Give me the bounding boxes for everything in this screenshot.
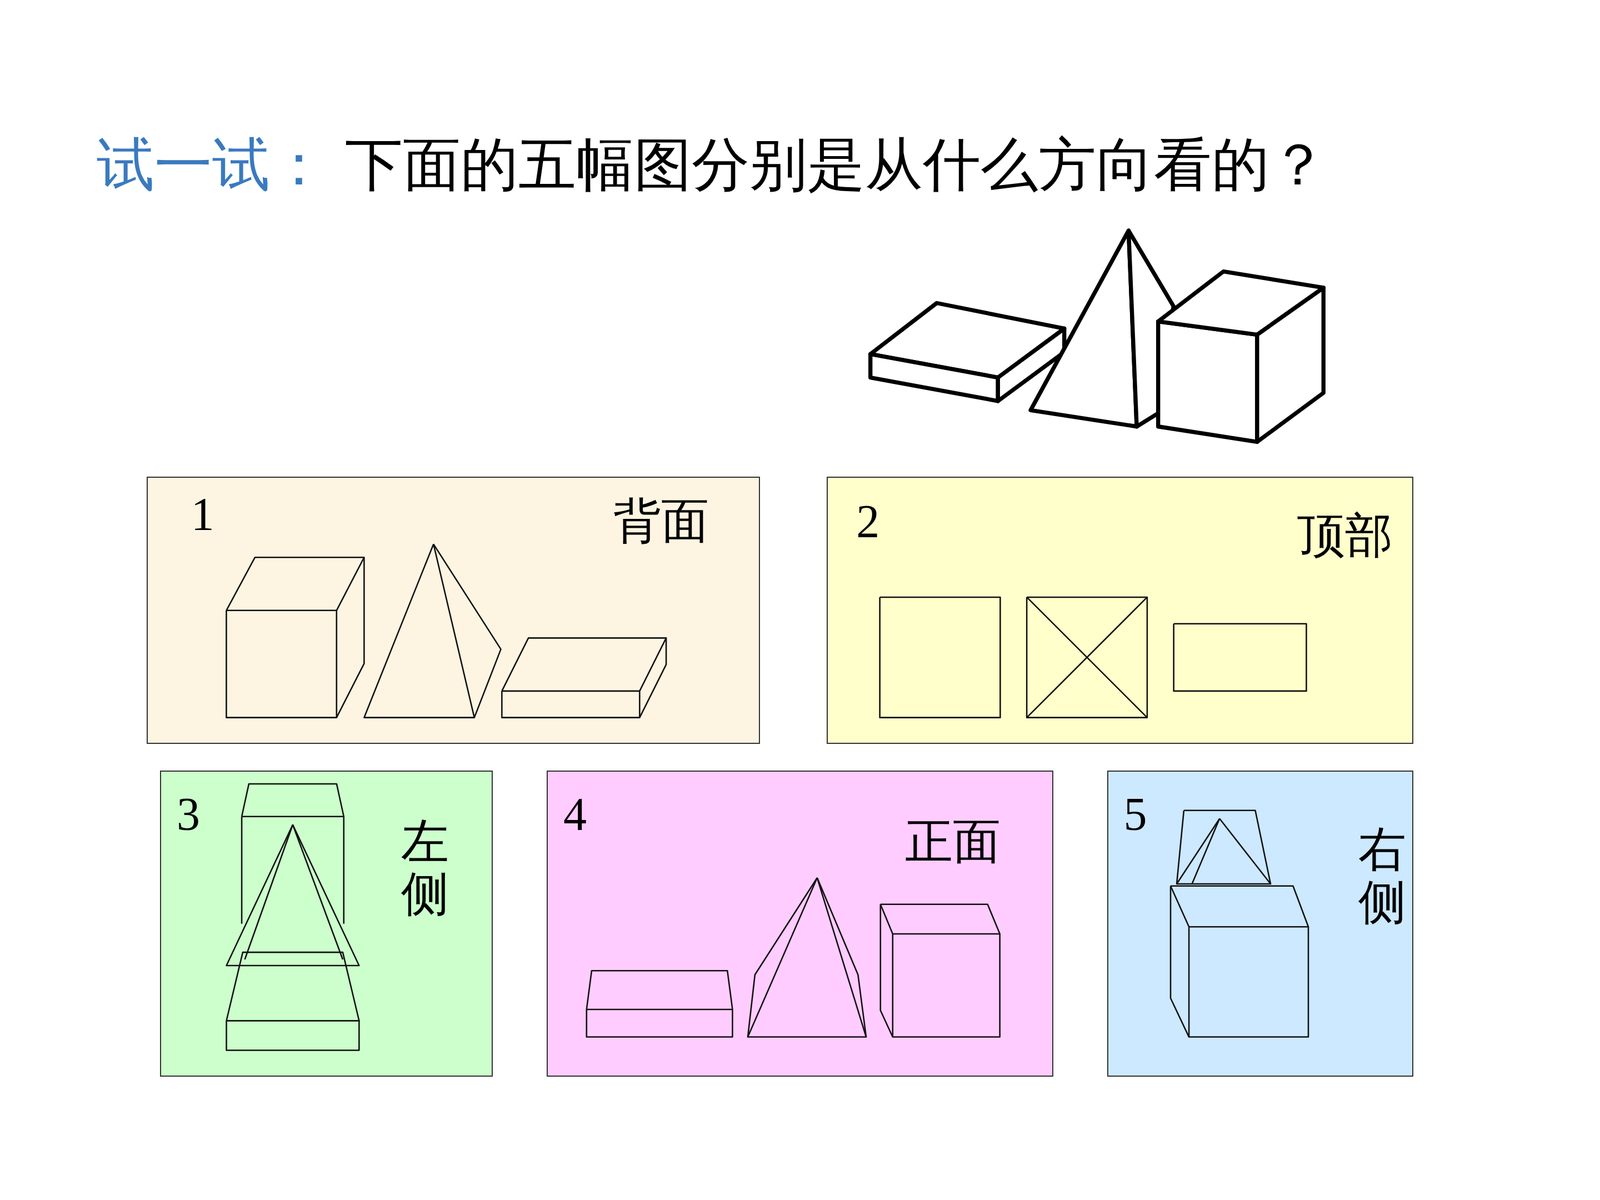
drawing-stroke: [245, 824, 293, 959]
drawing-stroke: [1026, 597, 1148, 718]
drawing-stroke: [1176, 810, 1271, 884]
drawing-stroke: [343, 816, 345, 924]
drawing-stroke: [879, 597, 1000, 718]
drawing-stroke: [502, 637, 667, 692]
drawing-stroke: [586, 970, 733, 1010]
drawing-stroke: [817, 877, 867, 1038]
drawing-stroke: [364, 543, 475, 718]
panel-number: 4: [563, 788, 587, 840]
panel-number: 3: [176, 788, 200, 840]
cube-side: [1257, 287, 1324, 442]
view-panel: 3 左侧: [160, 770, 493, 1077]
drawing-stroke: [226, 557, 365, 611]
panel-number: 1: [191, 488, 215, 540]
drawing-stroke: [1170, 885, 1189, 1037]
drawing-stroke: [880, 904, 893, 934]
drawing-stroke: [880, 904, 893, 1038]
cube-front: [1158, 321, 1258, 443]
drawing-stroke: [241, 816, 243, 924]
drawing-stroke: [1170, 885, 1189, 927]
drawing-stroke: [292, 824, 343, 959]
panel-number: 2: [856, 496, 880, 548]
drawing-stroke: [433, 543, 502, 718]
drawing-stroke: [747, 877, 867, 1038]
view-label: 左侧: [401, 815, 449, 921]
drawing-stroke: [1173, 623, 1307, 691]
question-title: 下面的五幅图分别是从什么方向看的？: [345, 132, 1328, 197]
slab-front: [870, 353, 999, 401]
drawing-stroke: [226, 610, 337, 718]
view-label: 背面: [613, 495, 709, 548]
view-panel: 2 顶部: [826, 476, 1414, 744]
prompt-label: 试一试：: [96, 132, 328, 197]
drawing-stroke: [1191, 818, 1220, 884]
view-label: 顶部: [1297, 509, 1393, 563]
drawing-stroke: [241, 783, 344, 817]
pyramid-face: [1030, 230, 1137, 427]
view-label: 正面: [905, 815, 1001, 869]
drawing-stroke: [1176, 818, 1220, 884]
drawing-stroke: [226, 1020, 360, 1050]
drawing-stroke: [1188, 926, 1309, 1037]
drawing-stroke: [336, 557, 365, 718]
drawing-stroke: [586, 1009, 733, 1038]
drawing-stroke: [1170, 885, 1309, 927]
view-panel: 5 右侧: [1107, 770, 1414, 1077]
drawing-stroke: [880, 904, 1000, 934]
view-panel: 4 正面: [546, 770, 1053, 1077]
drawing-stroke: [226, 952, 360, 1021]
drawing-stroke: [1219, 818, 1271, 884]
drawing-stroke: [502, 691, 640, 718]
drawing-stroke: [226, 824, 360, 965]
panel-number: 5: [1123, 788, 1147, 840]
view-label: 右侧: [1358, 823, 1407, 929]
drawing-stroke: [747, 877, 818, 1038]
drawing-stroke: [1026, 597, 1148, 718]
drawing-stroke: [1026, 597, 1148, 718]
drawing-stroke: [640, 637, 667, 718]
drawing-stroke: [892, 933, 1000, 1038]
view-panel: 1 背面: [146, 476, 760, 744]
